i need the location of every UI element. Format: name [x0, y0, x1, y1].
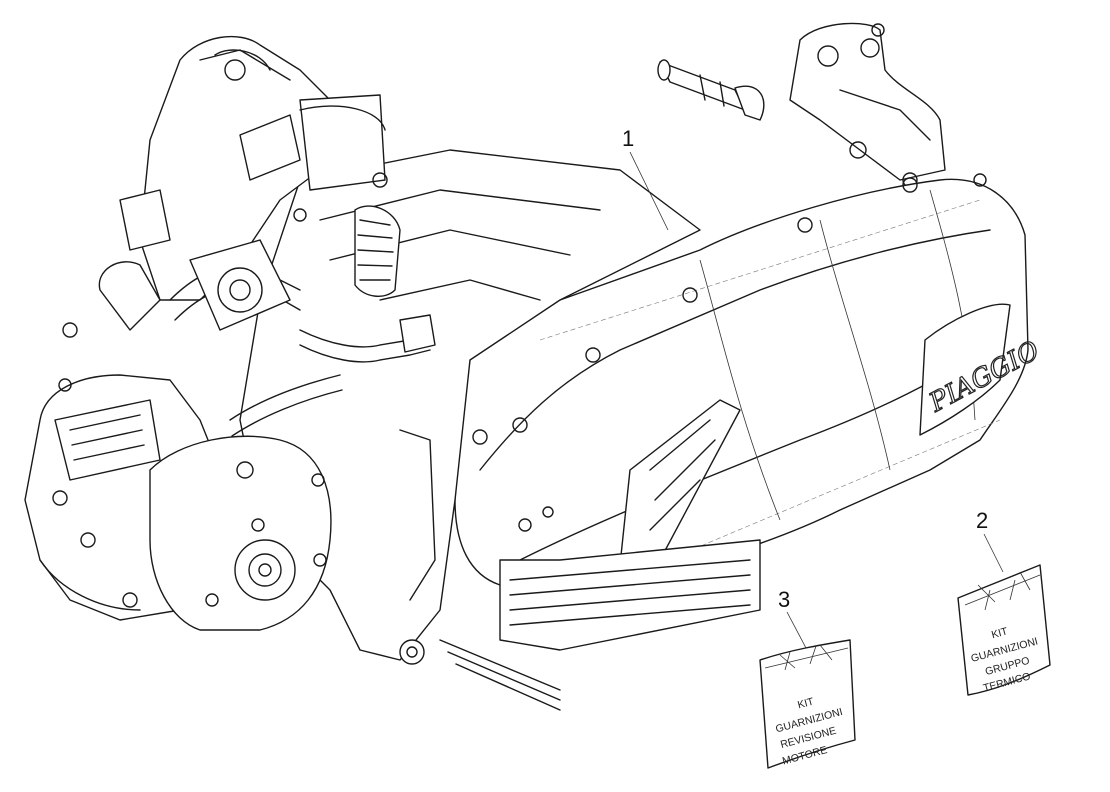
gasket-kit-cylinder-bag: KIT GUARNIZIONI GRUPPO TERMICO: [957, 564, 1051, 696]
bag-2-line-1: KIT: [990, 625, 1009, 641]
stator-cover: [149, 435, 332, 631]
intake-hoses: [98, 239, 436, 437]
callout-3: 3: [778, 587, 807, 649]
callout-1-leader: [629, 151, 669, 231]
callout-3-leader: [786, 611, 807, 649]
callout-3-label: 3: [778, 587, 790, 612]
bolts: [58, 172, 987, 532]
callout-2-leader: [983, 533, 1004, 573]
engine-assembly: PIAGGIO: [24, 22, 1045, 711]
rear-bracket: [789, 22, 946, 188]
callout-2-label: 2: [976, 508, 988, 533]
gear-ring: [354, 205, 401, 297]
drive-shaft: [657, 59, 765, 121]
callout-1: 1: [622, 126, 669, 231]
callout-1-label: 1: [622, 126, 634, 151]
callout-2: 2: [976, 508, 1004, 573]
cvt-cover: PIAGGIO: [454, 178, 1045, 591]
gasket-kit-engine-bag: KIT GUARNIZIONI REVISIONE MOTORE: [759, 639, 856, 769]
engine-mount-bracket: [119, 35, 386, 301]
bag-3-line-1: KIT: [796, 695, 815, 711]
